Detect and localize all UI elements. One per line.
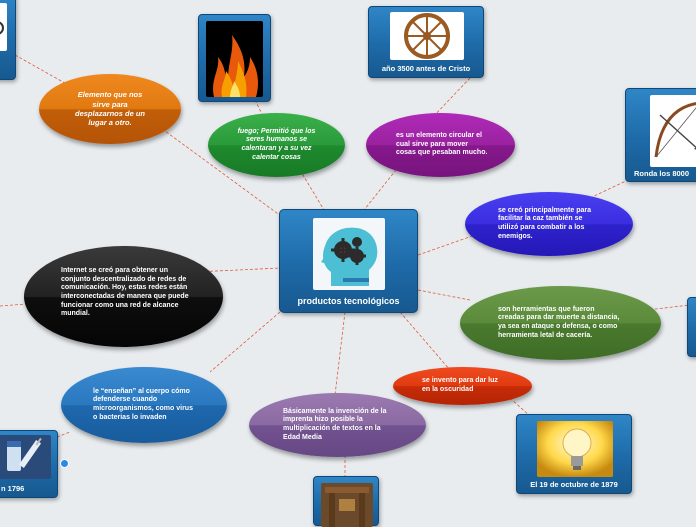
transport-image-card[interactable]: [0, 0, 16, 80]
wheel-text: es un elemento circular el cual sirve pa…: [396, 132, 488, 157]
transport-text: Elemento que nos sirve para desplazarnos…: [74, 90, 146, 128]
press-card[interactable]: [313, 476, 379, 527]
vaccine-bubble[interactable]: le “enseñan” al cuerpo cómo defenderse c…: [61, 367, 227, 443]
bow-text: se creó principalmente para facilitar la…: [498, 206, 591, 240]
bulb-date: El 19 de octubre de 1879: [530, 480, 618, 489]
fire-text: fuego; Permitió que los seres humanos se…: [237, 127, 316, 161]
weapons-image-card[interactable]: [687, 297, 696, 357]
weapons-text: son herramientas que fueron creadas para…: [498, 305, 620, 339]
head-with-gears-icon: [313, 218, 385, 290]
collapse-dot[interactable]: [60, 459, 69, 468]
bow-card[interactable]: Ronda los 8000: [625, 88, 696, 182]
central-topic[interactable]: productos tecnológicos: [279, 209, 418, 313]
press-image: [321, 483, 373, 527]
bulb-card[interactable]: El 19 de octubre de 1879: [516, 414, 632, 494]
transport-bubble[interactable]: Elemento que nos sirve para desplazarnos…: [39, 74, 181, 144]
vaccine-text: le “enseñan” al cuerpo cómo defenderse c…: [93, 387, 193, 421]
wheel-image: [390, 12, 464, 60]
vaccine-date: n 1796: [1, 484, 25, 493]
fire-bubble[interactable]: fuego; Permitió que los seres humanos se…: [208, 113, 345, 177]
bow-bubble[interactable]: se creó principalmente para facilitar la…: [465, 192, 633, 256]
press-text: Básicamente la invención de la imprenta …: [283, 407, 387, 441]
bulb-bubble[interactable]: se invento para dar luz en la oscuridad: [393, 367, 532, 405]
central-topic-label: productos tecnológicos: [297, 296, 400, 306]
bow-date: Ronda los 8000: [634, 169, 690, 178]
wheel-card[interactable]: año 3500 antes de Cristo: [368, 6, 484, 78]
wheel-bubble[interactable]: es un elemento circular el cual sirve pa…: [366, 113, 515, 177]
internet-text: Internet se creó para obtener un conjunt…: [61, 267, 189, 318]
internet-bubble[interactable]: Internet se creó para obtener un conjunt…: [24, 246, 223, 347]
transport-image: [0, 3, 7, 51]
bow-image: [650, 95, 696, 167]
vaccine-card[interactable]: n 1796: [0, 430, 58, 498]
bulb-image: [537, 421, 613, 477]
vaccine-image: [0, 435, 51, 479]
wheel-date: año 3500 antes de Cristo: [381, 64, 471, 73]
weapons-bubble[interactable]: son herramientas que fueron creadas para…: [460, 286, 661, 360]
fire-image: [206, 21, 263, 97]
fire-image-card[interactable]: [198, 14, 271, 102]
press-bubble[interactable]: Básicamente la invención de la imprenta …: [249, 393, 426, 457]
bulb-text: se invento para dar luz en la oscuridad: [422, 377, 498, 393]
